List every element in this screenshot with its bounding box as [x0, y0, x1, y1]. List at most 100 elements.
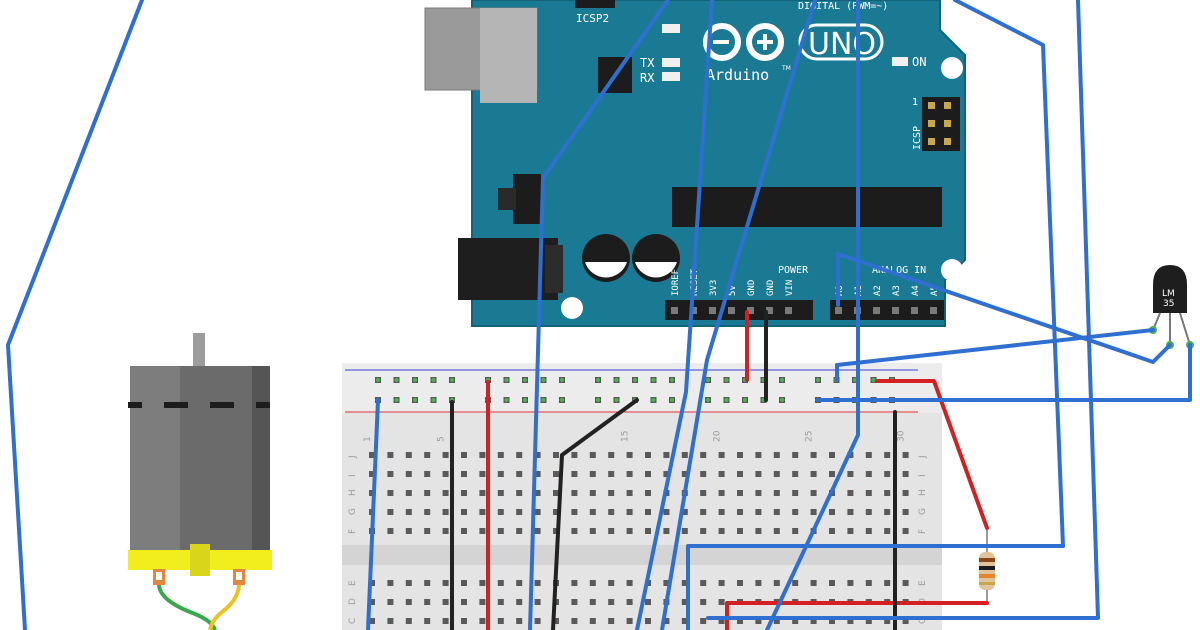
- row-letter: J: [918, 455, 928, 459]
- grid-hole: [461, 471, 467, 477]
- grid-hole: [737, 471, 743, 477]
- grid-hole: [902, 471, 909, 477]
- grid-hole: [516, 509, 523, 515]
- grid-hole: [405, 618, 412, 624]
- grid-hole: [405, 452, 412, 458]
- grid-hole: [497, 452, 504, 458]
- grid-hole: [497, 471, 504, 477]
- icsp2-label: ICSP2: [576, 12, 609, 25]
- grid-hole: [461, 490, 467, 496]
- rail-hole-contact: [394, 377, 399, 383]
- grid-hole: [681, 452, 688, 458]
- grid-hole: [755, 509, 762, 515]
- grid-hole: [755, 471, 762, 477]
- power-pin-hole: [785, 307, 792, 314]
- tx-led: [662, 58, 680, 67]
- grid-hole: [737, 580, 743, 586]
- rail-hole-contact: [431, 377, 436, 383]
- grid-hole: [884, 580, 891, 586]
- dc-motor: [128, 333, 272, 630]
- l-led: [662, 24, 680, 33]
- grid-hole: [626, 618, 633, 624]
- grid-hole: [663, 528, 670, 534]
- grid-hole: [718, 580, 725, 586]
- rail-hole-contact: [742, 397, 748, 403]
- rail-hole-contact: [504, 377, 509, 383]
- grid-hole: [718, 618, 725, 624]
- grid-hole: [681, 599, 688, 605]
- grid-hole: [681, 580, 688, 586]
- grid-hole: [792, 490, 799, 496]
- grid-hole: [773, 452, 780, 458]
- grid-hole: [645, 618, 651, 624]
- rail-hole-contact: [412, 397, 418, 403]
- grid-hole: [387, 490, 394, 496]
- grid-hole: [847, 509, 854, 515]
- rail-hole-contact: [651, 397, 656, 403]
- grid-hole: [608, 528, 615, 534]
- wire-blue: [366, 398, 380, 630]
- grid-hole: [442, 471, 449, 477]
- grid-hole: [810, 471, 817, 477]
- power-pin-hole: [728, 307, 735, 314]
- rail-hole-contact: [724, 397, 729, 403]
- grid-hole: [718, 509, 725, 515]
- analog-header: [830, 300, 944, 320]
- grid-hole: [737, 618, 743, 624]
- icsp-pin1-label: 1: [912, 97, 918, 108]
- grid-hole: [718, 528, 725, 534]
- grid-hole: [534, 490, 541, 496]
- grid-hole: [792, 528, 799, 534]
- grid-hole: [461, 599, 467, 605]
- grid-hole: [902, 490, 909, 496]
- power-pin-label: GND: [766, 280, 776, 296]
- grid-hole: [442, 580, 449, 586]
- power-header: [665, 300, 813, 320]
- rail-hole-contact: [375, 377, 381, 383]
- grid-hole: [737, 528, 743, 534]
- rail-hole-contact: [522, 397, 528, 403]
- grid-hole: [663, 452, 670, 458]
- wire-red: [875, 379, 989, 530]
- rail-hole-contact: [541, 377, 546, 383]
- grid-hole: [479, 471, 486, 477]
- grid-hole: [700, 490, 707, 496]
- capacitor: [632, 234, 680, 282]
- grid-hole: [829, 471, 835, 477]
- grid-hole: [442, 618, 449, 624]
- grid-hole: [902, 580, 909, 586]
- grid-hole: [755, 580, 762, 586]
- analog-pin-label: A5: [930, 285, 940, 296]
- digital-label: DIGITAL (PWM=~): [798, 1, 888, 12]
- analog-pin-hole: [911, 307, 918, 314]
- grid-hole: [608, 490, 615, 496]
- analog-pin-label: A2: [873, 285, 883, 296]
- grid-hole: [571, 509, 578, 515]
- grid-hole: [829, 509, 835, 515]
- grid-hole: [516, 452, 523, 458]
- grid-hole: [442, 509, 449, 515]
- trademark-mark: TM: [781, 65, 791, 72]
- grid-hole: [589, 490, 596, 496]
- motor-shaft: [193, 333, 205, 371]
- grid-hole: [681, 528, 688, 534]
- grid-hole: [534, 471, 541, 477]
- grid-hole: [442, 490, 449, 496]
- rail-hole-contact: [779, 397, 785, 403]
- row-letter: I: [348, 474, 358, 477]
- power-pin-label: GND: [747, 280, 757, 296]
- grid-hole: [479, 452, 486, 458]
- grid-hole: [571, 618, 578, 624]
- rail-hole-contact: [632, 377, 638, 383]
- grid-hole: [608, 509, 615, 515]
- rx-label: RX: [640, 71, 655, 85]
- grid-hole: [424, 490, 431, 496]
- grid-hole: [737, 509, 743, 515]
- grid-hole: [792, 471, 799, 477]
- grid-hole: [442, 599, 449, 605]
- grid-hole: [516, 599, 523, 605]
- grid-hole: [865, 509, 872, 515]
- grid-hole: [884, 618, 891, 624]
- grid-hole: [516, 471, 523, 477]
- rail-hole-contact: [449, 377, 455, 383]
